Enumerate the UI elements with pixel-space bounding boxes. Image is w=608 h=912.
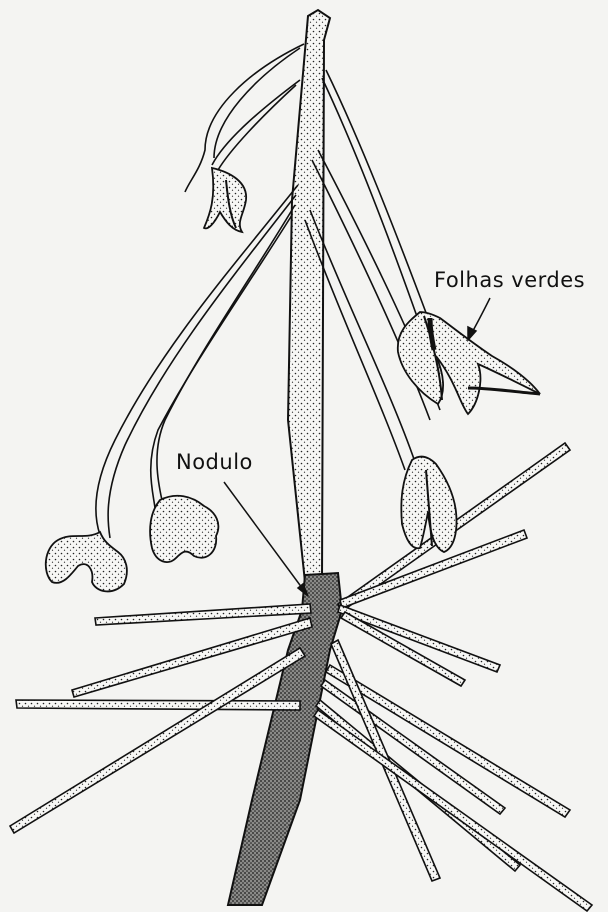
lower-stem	[228, 573, 342, 905]
label-nodulo: Nodulo	[176, 450, 253, 474]
petioles	[96, 44, 440, 538]
label-folhas-verdes: Folhas verdes	[434, 268, 585, 292]
folhas-pointer-head	[468, 327, 476, 340]
root	[95, 604, 311, 625]
root	[16, 700, 300, 710]
leaf-bottom-left	[46, 532, 127, 591]
leaf-top	[204, 168, 246, 232]
upper-stem	[288, 10, 330, 582]
root	[72, 618, 312, 697]
leaf-bottom-mid	[150, 496, 218, 562]
root	[321, 680, 505, 814]
